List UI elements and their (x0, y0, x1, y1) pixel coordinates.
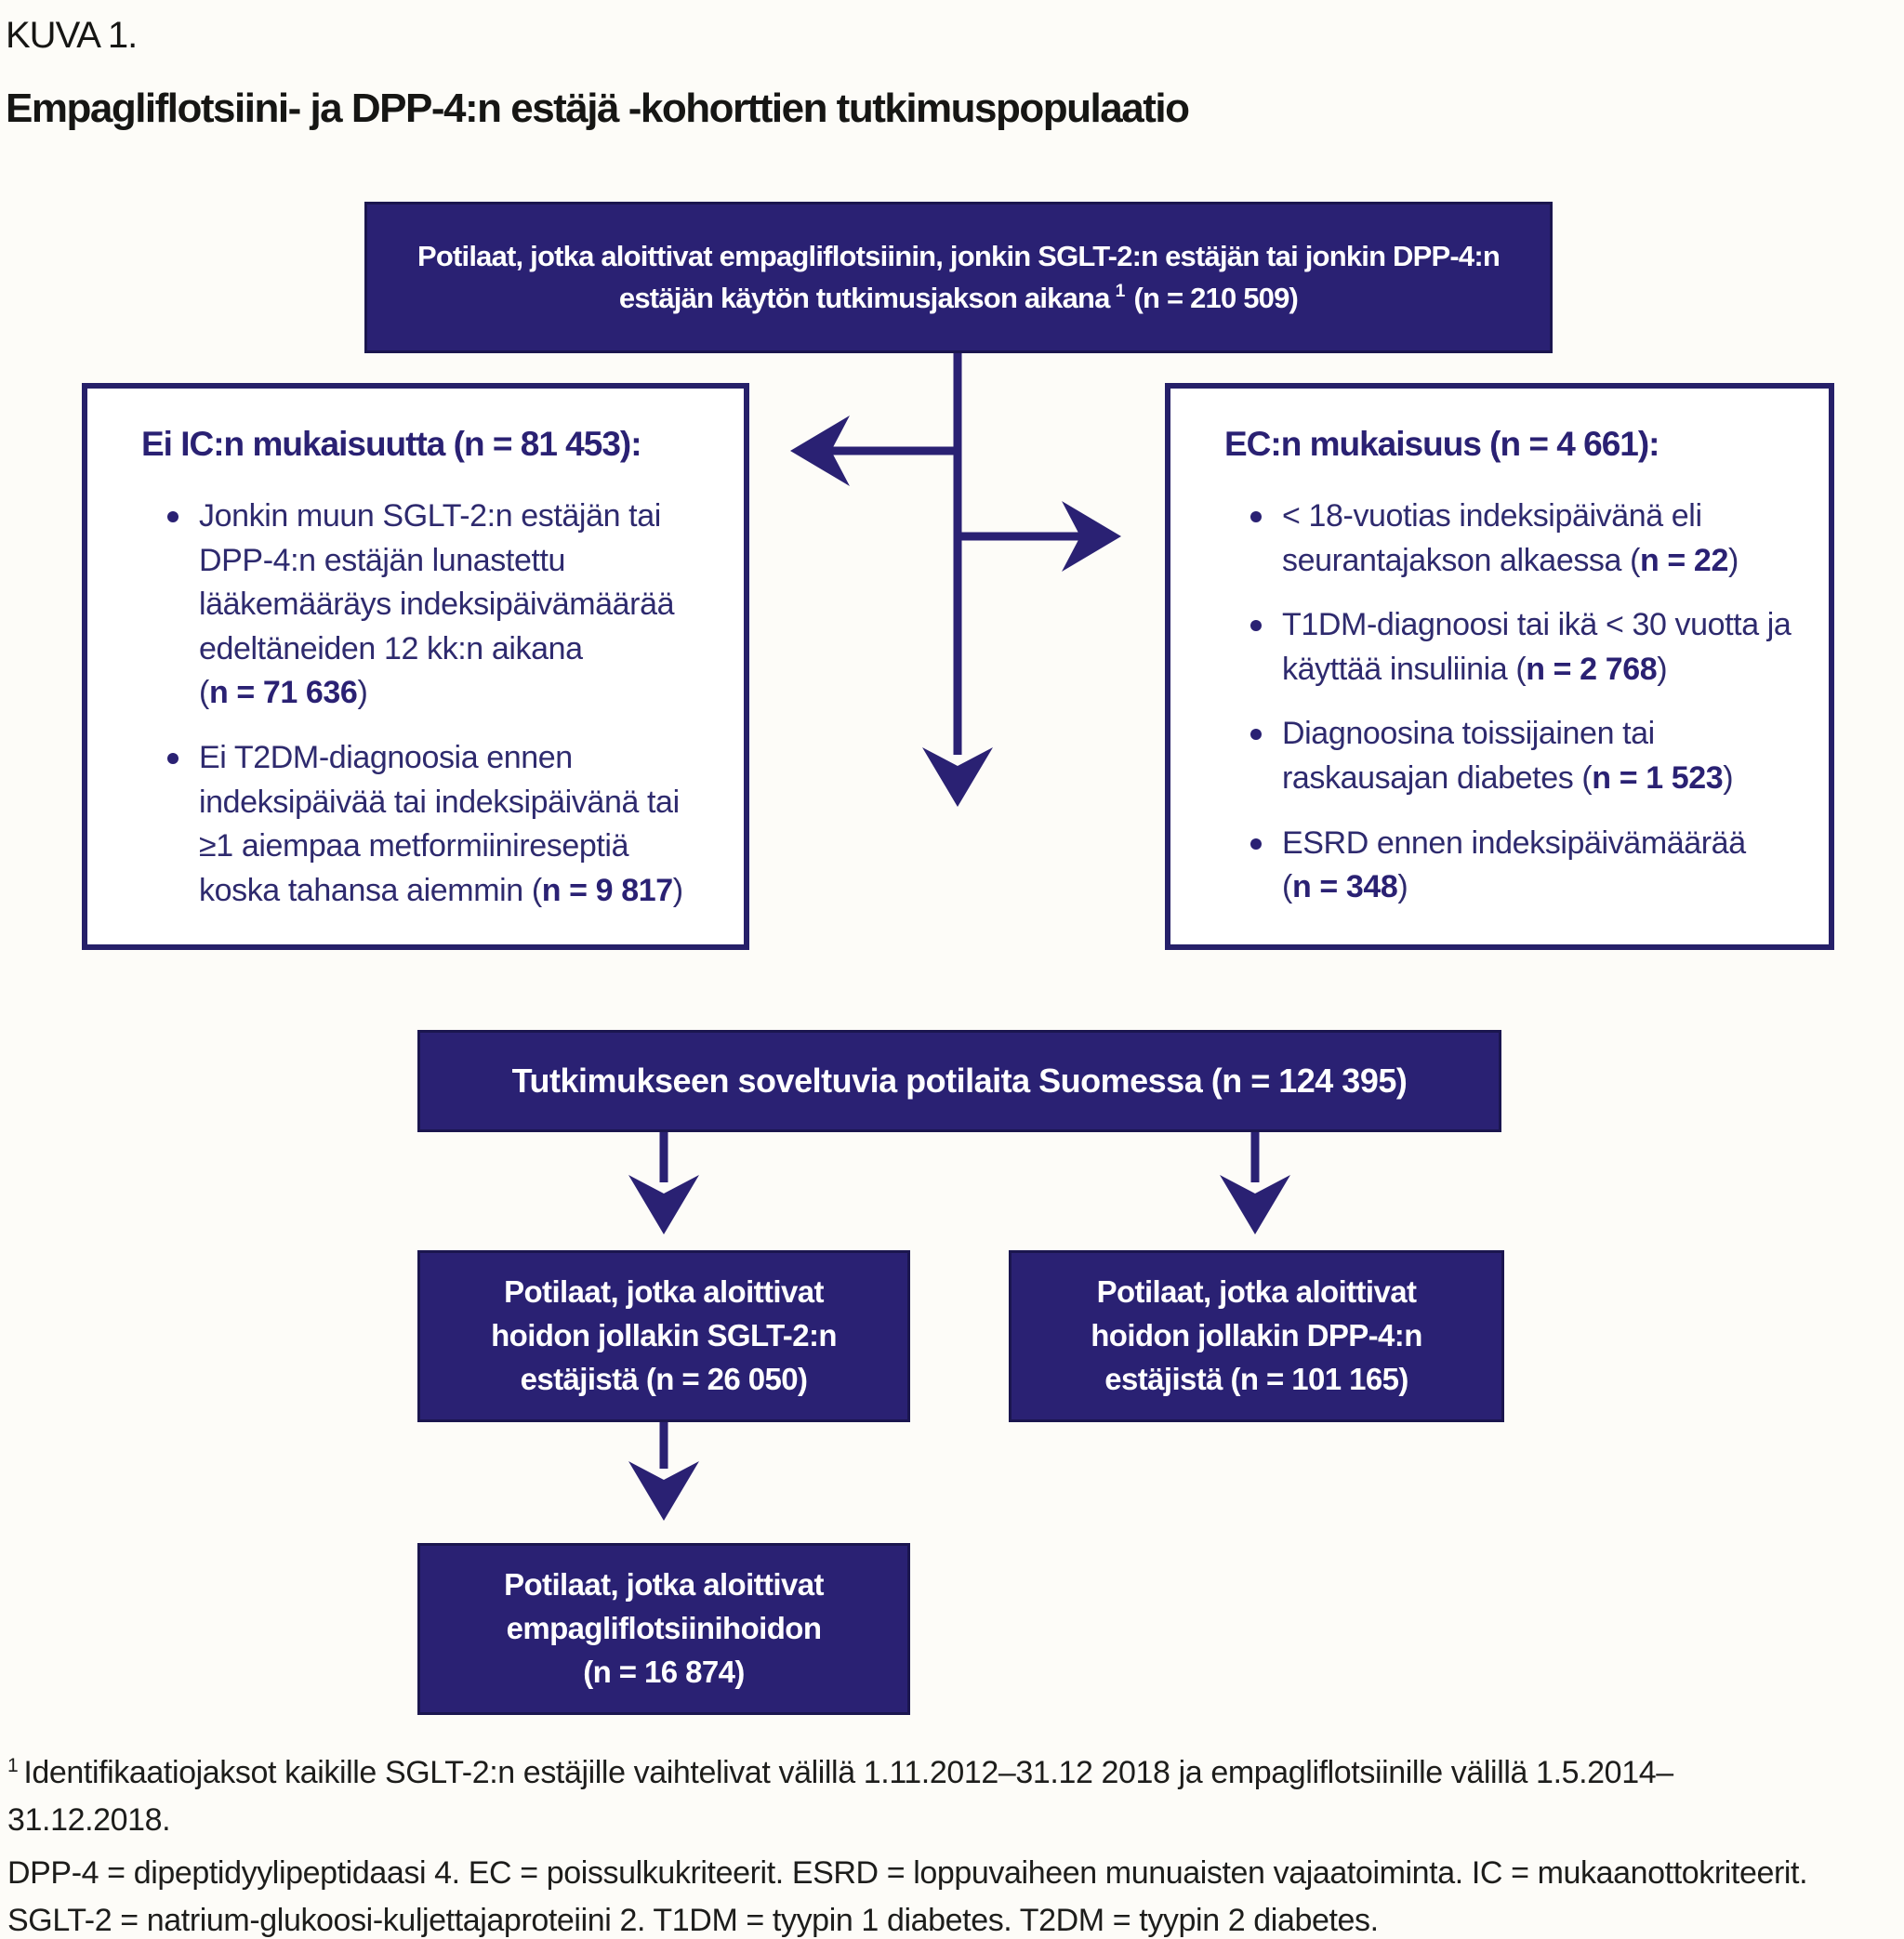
list-item-suffix: ) (1397, 869, 1408, 905)
box-exclusion-criteria: EC:n mukaisuus (n = 4 661): < 18-vuotias… (1165, 383, 1834, 950)
arrow-top-to-eligible (922, 353, 993, 807)
box-study-period-label: Potilaat, jotka aloittivat empagliflotsi… (416, 240, 1501, 314)
no-inclusion-list: Jonkin muun SGLT-2:n estäjän tai DPP-4:n… (141, 495, 712, 913)
list-item-n: n = 22 (1640, 542, 1728, 578)
list-item-n: n = 2 768 (1526, 651, 1658, 687)
list-item-suffix: ) (1727, 542, 1739, 578)
box-empagliflozin-n: (n = 16 874) (583, 1654, 745, 1689)
box-eligible-patients: Tutkimukseen soveltuvia potilaita Suomes… (417, 1030, 1501, 1132)
box-dpp4-initiators: Potilaat, jotka aloittivat hoidon jollak… (1009, 1250, 1504, 1422)
list-item-text: T1DM-diagnoosi tai ikä < 30 vuotta ja kä… (1282, 607, 1792, 687)
box-eligible-label: Tutkimukseen soveltuvia potilaita Suomes… (511, 1062, 1408, 1101)
box-sglt2-initiators: Potilaat, jotka aloittivat hoidon jollak… (417, 1250, 910, 1422)
box-study-period-patients: Potilaat, jotka aloittivat empagliflotsi… (364, 202, 1553, 353)
list-item-text: Jonkin muun SGLT-2:n estäjän tai DPP-4:n… (199, 498, 675, 711)
list-item-n: n = 1 523 (1592, 760, 1724, 797)
abbreviations-line1: DPP-4 = dipeptidyylipeptidaasi 4. EC = p… (7, 1855, 1808, 1891)
list-item-text: < 18-vuotias indeksipäivänä eli seuranta… (1282, 498, 1702, 578)
footnote-abbreviations: DPP-4 = dipeptidyylipeptidaasi 4. EC = p… (7, 1850, 1808, 1939)
arrow-eligible-to-sglt2 (628, 1132, 699, 1234)
list-item-suffix: ) (672, 872, 683, 908)
list-item-suffix: ) (357, 675, 368, 711)
footnote-line2: 31.12.2018. (7, 1802, 171, 1838)
list-item: Diagnoosina toissijainen tai raskausajan… (1224, 712, 1797, 800)
list-item: ESRD ennen indeksipäivämäärää (n = 348) (1224, 822, 1797, 910)
list-item-suffix: ) (1657, 651, 1668, 687)
box-study-period-text: Potilaat, jotka aloittivat empagliflotsi… (367, 236, 1550, 318)
footnote-marker: 1 (7, 1754, 19, 1776)
exclusion-list: < 18-vuotias indeksipäivänä eli seuranta… (1224, 495, 1797, 910)
box-sglt2-n: (n = 26 050) (645, 1361, 808, 1396)
box-empagliflozin-initiators: Potilaat, jotka aloittivat empagliflotsi… (417, 1543, 910, 1715)
box-no-inclusion-criteria: Ei IC:n mukaisuutta (n = 81 453): Jonkin… (82, 383, 749, 950)
box-study-period-n: (n = 210 509) (1133, 281, 1299, 314)
list-item-text: Ei T2DM-diagnoosia ennen indeksipäivää t… (199, 740, 680, 908)
list-item: Ei T2DM-diagnoosia ennen indeksipäivää t… (141, 736, 712, 913)
footnote-line1: Identifikaatiojaksot kaikille SGLT-2:n e… (23, 1755, 1673, 1790)
arrow-branch-left-icbox (790, 416, 958, 486)
arrow-sglt2-to-empagliflozin (628, 1422, 699, 1521)
list-item-text: ESRD ennen indeksipäivämäärää ( (1282, 824, 1746, 905)
footnote-marker-superscript: 1 (1115, 282, 1126, 302)
arrow-branch-right-ecbox (958, 501, 1121, 572)
figure-kicker: KUVA 1. (6, 15, 138, 56)
arrow-eligible-to-dpp4 (1220, 1132, 1290, 1234)
list-item-n: n = 348 (1291, 869, 1398, 905)
figure-title: Empagliflotsiini- ja DPP-4:n estäjä -koh… (6, 86, 1190, 131)
list-item: T1DM-diagnoosi tai ikä < 30 vuotta ja kä… (1224, 603, 1797, 692)
no-inclusion-heading: Ei IC:n mukaisuutta (n = 81 453): (141, 425, 642, 463)
list-item-text: Diagnoosina toissijainen tai raskausajan… (1282, 716, 1655, 797)
list-item-n: n = 9 817 (541, 872, 673, 908)
list-item-suffix: ) (1723, 760, 1734, 797)
list-item-n: n = 71 636 (208, 675, 358, 711)
list-item: < 18-vuotias indeksipäivänä eli seuranta… (1224, 495, 1797, 583)
list-item: Jonkin muun SGLT-2:n estäjän tai DPP-4:n… (141, 495, 712, 716)
box-empagliflozin-label: Potilaat, jotka aloittivat empagliflotsi… (504, 1567, 824, 1646)
box-sglt2-label: Potilaat, jotka aloittivat hoidon jollak… (491, 1274, 837, 1396)
exclusion-heading: EC:n mukaisuus (n = 4 661): (1224, 425, 1660, 463)
box-dpp4-label: Potilaat, jotka aloittivat hoidon jollak… (1091, 1274, 1422, 1396)
box-dpp4-n: (n = 101 165) (1230, 1361, 1409, 1396)
abbreviations-line2: SGLT-2 = natrium-glukoosi-kuljettajaprot… (7, 1903, 1379, 1938)
